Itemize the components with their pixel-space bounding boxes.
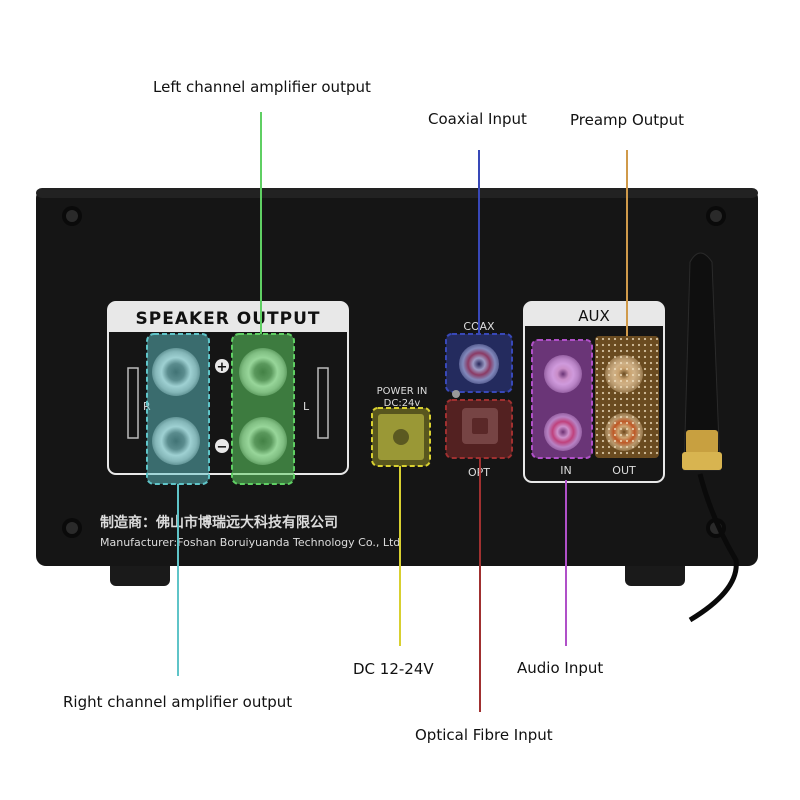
dc-callout: DC 12-24V [353, 660, 434, 678]
aux-in-label: IN [560, 464, 571, 477]
right-channel-callout: Right channel amplifier output [63, 693, 293, 711]
aux-label: AUX [578, 307, 610, 325]
audio-input-highlight [531, 339, 593, 459]
minus-mark: − [217, 440, 228, 455]
plus-mark: + [217, 360, 228, 375]
power-in-label: POWER IN [377, 386, 428, 397]
coaxial-input-callout: Coaxial Input [428, 110, 527, 128]
speaker-output-label: SPEAKER OUTPUT [136, 309, 321, 329]
right-channel-highlight [146, 333, 210, 485]
foot-left [110, 560, 170, 586]
preamp-output-callout: Preamp Output [570, 111, 685, 129]
screw-icon [706, 206, 726, 226]
antenna-cable [688, 473, 739, 623]
screw-icon [62, 206, 82, 226]
left-channel-callout: Left channel amplifier output [153, 78, 371, 96]
audio-input-callout: Audio Input [517, 659, 604, 677]
foot-right [625, 560, 685, 586]
antenna-icon [683, 252, 721, 471]
left-channel-mark: L [303, 400, 310, 413]
dc-highlight [371, 407, 431, 467]
left-channel-highlight [231, 333, 295, 485]
aux-out-label: OUT [612, 464, 636, 477]
dc-rating-label: DC:24v [384, 398, 421, 409]
optical-highlight [445, 399, 513, 459]
coax-highlight [445, 333, 513, 393]
manufacturer-en: Manufacturer:Foshan Boruiyuanda Technolo… [100, 536, 400, 549]
coax-rca-jack[interactable] [459, 344, 499, 384]
screw-icon [62, 518, 82, 538]
optical-fibre-callout: Optical Fibre Input [415, 726, 553, 744]
manufacturer-cn: 制造商：佛山市博瑞远大科技有限公司 [100, 514, 338, 531]
device-body [36, 188, 758, 566]
